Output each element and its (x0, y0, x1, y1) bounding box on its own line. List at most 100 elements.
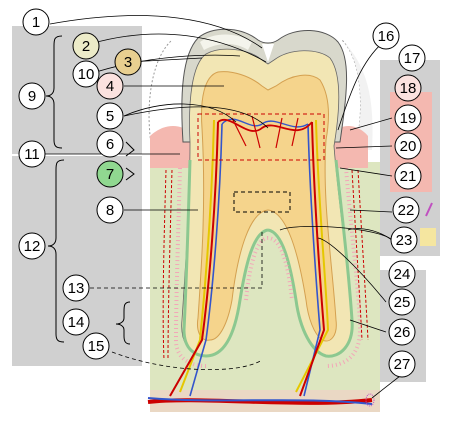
callout-2-label: 2 (82, 38, 90, 55)
callout-21-label: 21 (400, 168, 417, 185)
callout-24-label: 24 (394, 266, 411, 283)
bone-legend-swatch (420, 228, 436, 246)
callout-layer: 1234567891011121314151617181920212223242… (18, 8, 426, 378)
callout-4: 4 (96, 72, 124, 100)
callout-16: 16 (372, 22, 400, 50)
callout-26: 26 (388, 318, 416, 346)
callout-10-label: 10 (78, 66, 95, 83)
callout-7: 7 (96, 160, 124, 188)
callout-1-bubble (22, 8, 50, 36)
callout-22: 22 (392, 196, 420, 224)
callout-17-label: 17 (404, 50, 421, 67)
callout-10: 10 (72, 60, 100, 88)
ligament-right (325, 167, 363, 368)
callout-23-label: 23 (396, 232, 413, 249)
base-vessel-vein (147, 397, 373, 405)
callout-25-label: 25 (394, 294, 411, 311)
callout-20-bubble (394, 132, 422, 160)
callout-9-bubble (18, 82, 46, 110)
callout-17-bubble (398, 44, 426, 72)
pulp-horn-box (233, 191, 291, 213)
callout-13: 13 (62, 274, 90, 302)
callout-9-label: 9 (28, 88, 36, 105)
enamel-highlight (200, 34, 252, 50)
callout-15-bubble (82, 332, 110, 360)
callout-24-bubble (388, 260, 416, 288)
neighbor-tooth-right-fill (342, 40, 373, 150)
callout-9: 9 (18, 82, 46, 110)
leader-lines (40, 15, 401, 399)
callout-14-bubble (62, 308, 90, 336)
callout-18-bubble (394, 74, 422, 102)
callout-5-bubble (96, 102, 124, 130)
ligament-furcation (244, 235, 294, 301)
callout-7-label: 7 (106, 166, 114, 183)
callout-12-bubble (18, 232, 46, 260)
callout-23: 23 (390, 226, 418, 254)
artery-crown-branch (231, 115, 299, 149)
callout-8-bubble (96, 196, 124, 224)
callout-24: 24 (388, 260, 416, 288)
callout-19: 19 (394, 104, 422, 132)
callout-16-label: 16 (378, 28, 395, 45)
crown-pulp-box (197, 113, 325, 161)
bracket-8 (45, 35, 63, 149)
callout-2: 2 (72, 32, 100, 60)
callout-20-label: 20 (400, 138, 417, 155)
callout-5: 5 (96, 102, 124, 130)
callout-8-label: 8 (106, 202, 114, 219)
callout-18-label: 18 (400, 80, 417, 97)
ligament-legend-swatch (425, 202, 433, 217)
bone-vessels-left (162, 169, 173, 361)
callout-2-bubble (72, 32, 100, 60)
callout-15-label: 15 (88, 338, 105, 355)
callout-21-bubble (394, 162, 422, 190)
callout-22-label: 22 (398, 202, 415, 219)
artery-left (169, 121, 219, 397)
callout-14-label: 14 (68, 314, 85, 331)
callout-11-label: 11 (24, 146, 40, 163)
nerve-left (179, 119, 215, 393)
callout-6: 6 (96, 130, 124, 158)
callout-14: 14 (62, 308, 90, 336)
callout-23-bubble (390, 226, 418, 254)
callout-1: 1 (22, 8, 50, 36)
artery-crown (217, 119, 313, 132)
artery-right (299, 121, 326, 397)
bracket-12 (47, 159, 65, 343)
callout-12: 12 (18, 232, 46, 260)
callout-13-label: 13 (68, 280, 85, 297)
callout-13-bubble (62, 274, 90, 302)
vessel-bundle-end (365, 393, 375, 407)
callout-17: 17 (398, 44, 426, 72)
cementum-right-root (267, 159, 354, 358)
callout-3-label: 3 (124, 54, 132, 71)
callout-26-label: 26 (394, 324, 411, 341)
callout-19-label: 19 (400, 110, 417, 127)
callout-18: 18 (394, 74, 422, 102)
vein-left (189, 123, 223, 397)
bracket-14 (115, 301, 131, 345)
callout-3-bubble (114, 48, 142, 76)
callout-7-bubble (96, 160, 124, 188)
callout-25-bubble (388, 288, 416, 316)
callout-22-bubble (392, 196, 420, 224)
nerve-right (295, 119, 330, 393)
bracket-6 (125, 167, 135, 181)
fissure (262, 44, 274, 62)
callout-27-label: 27 (394, 356, 411, 373)
callout-27: 27 (388, 350, 416, 378)
cementum-left-root (182, 159, 269, 358)
callout-10-bubble (72, 60, 100, 88)
vein-right (303, 123, 321, 397)
callout-6-bubble (96, 130, 124, 158)
callout-8: 8 (96, 196, 124, 224)
callout-21: 21 (394, 162, 422, 190)
bone-vessels-right (351, 169, 369, 341)
callout-12-label: 12 (24, 238, 41, 255)
callout-6-label: 6 (106, 136, 114, 153)
callout-15: 15 (82, 332, 110, 360)
callout-5-label: 5 (106, 108, 114, 125)
callout-4-label: 4 (106, 78, 114, 95)
